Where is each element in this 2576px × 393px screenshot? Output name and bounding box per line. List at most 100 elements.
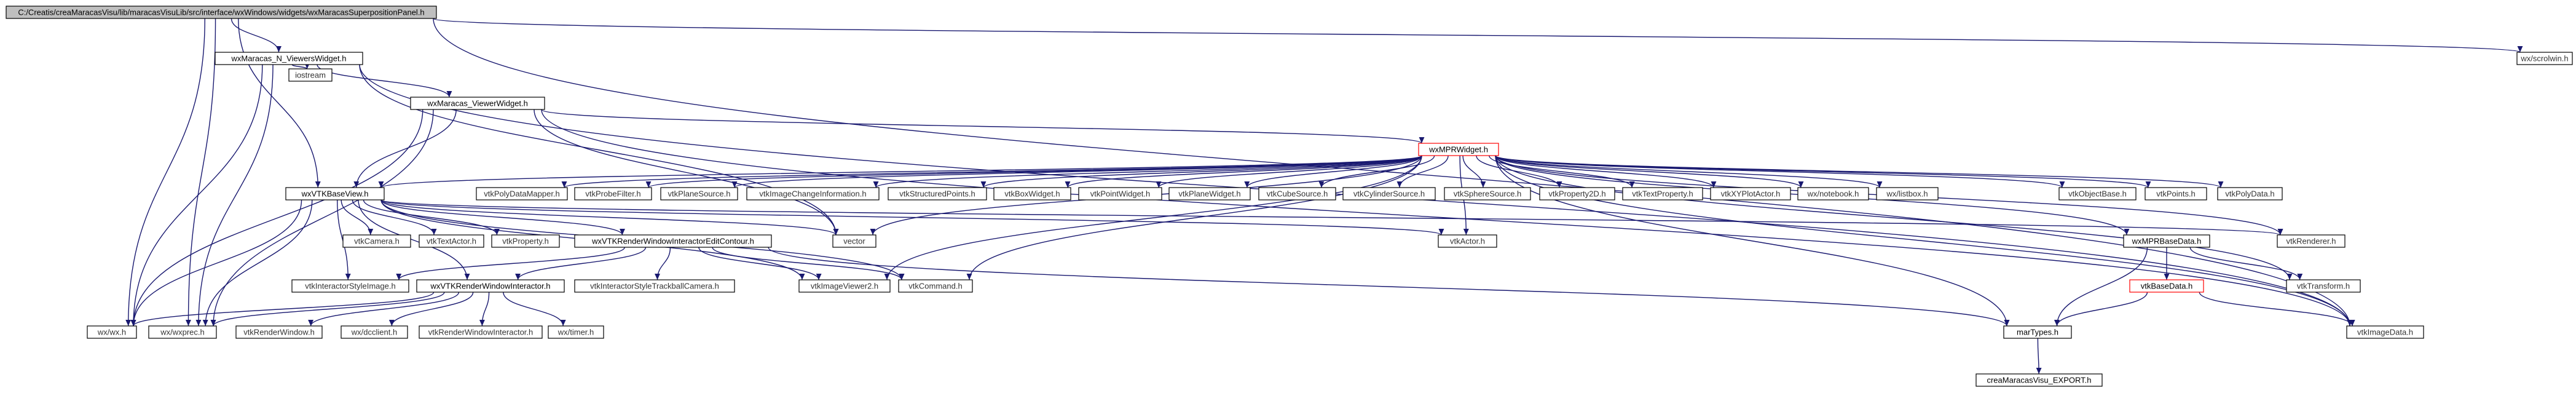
node-vtkbaseview[interactable]: wxVTKBaseView.h bbox=[285, 187, 385, 200]
edge-rwi-to-wxwx bbox=[130, 292, 435, 327]
node-label: vtkRenderer.h bbox=[2286, 237, 2336, 246]
node-label: wx/scrolwin.h bbox=[2520, 54, 2568, 63]
node-nviewers[interactable]: wxMaracas_N_ViewersWidget.h bbox=[215, 52, 363, 65]
node-label: wx/wx.h bbox=[97, 328, 126, 337]
node-timer[interactable]: wx/timer.h bbox=[548, 325, 604, 339]
node-mprbasedata[interactable]: wxMPRBaseData.h bbox=[2123, 234, 2210, 248]
node-label: vtkTextActor.h bbox=[427, 237, 476, 246]
node-box bbox=[993, 187, 1071, 200]
node-cylindersource[interactable]: vtkCylinderSource.h bbox=[1342, 187, 1436, 200]
edge-vtkbaseview-to-actor bbox=[380, 199, 1444, 236]
node-notebook[interactable]: wx/notebook.h bbox=[1797, 187, 1869, 200]
node-renderer[interactable]: vtkRenderer.h bbox=[2277, 234, 2346, 248]
node-box bbox=[1418, 143, 1499, 156]
node-viewerwidget[interactable]: wxMaracas_ViewerWidget.h bbox=[410, 97, 545, 110]
dependency-nodes: C:/Creatis/creaMaracasVisu/lib/maracasVi… bbox=[6, 6, 2573, 387]
node-box bbox=[1876, 187, 1939, 200]
edge-mprwidget-to-cylindersource bbox=[1396, 155, 1449, 188]
node-box bbox=[291, 279, 409, 293]
node-imagechange[interactable]: vtkImageChangeInformation.h bbox=[746, 187, 880, 200]
node-renderwindow[interactable]: vtkRenderWindow.h bbox=[235, 325, 323, 339]
node-property2d[interactable]: vtkProperty2D.h bbox=[1539, 187, 1615, 200]
node-label: vtkInteractorStyleTrackballCamera.h bbox=[590, 282, 719, 291]
node-rwinteractor[interactable]: vtkRenderWindowInteractor.h bbox=[419, 325, 543, 339]
edge-mprwidget-to-listbox bbox=[1495, 155, 1883, 188]
node-cubesource[interactable]: vtkCubeSource.h bbox=[1258, 187, 1336, 200]
edge-viewerwidget-to-imagedata bbox=[541, 109, 2353, 327]
node-polydata[interactable]: vtkPolyData.h bbox=[2217, 187, 2283, 200]
node-rwi[interactable]: wxVTKRenderWindowInteractor.h bbox=[416, 279, 565, 293]
edge-rwi-to-dcclient bbox=[388, 292, 474, 327]
node-transform[interactable]: vtkTransform.h bbox=[2286, 279, 2361, 293]
node-interactorstyleimage[interactable]: vtkInteractorStyleImage.h bbox=[291, 279, 409, 293]
node-objectbase[interactable]: vtkObjectBase.h bbox=[2058, 187, 2137, 200]
node-command[interactable]: vtkCommand.h bbox=[898, 279, 973, 293]
node-probefilter[interactable]: vtkProbeFilter.h bbox=[574, 187, 652, 200]
node-vector[interactable]: vector bbox=[832, 234, 876, 248]
node-planewidget[interactable]: vtkPlaneWidget.h bbox=[1168, 187, 1251, 200]
node-polydatamapper[interactable]: vtkPolyDataMapper.h bbox=[476, 187, 568, 200]
node-box bbox=[574, 187, 652, 200]
edge-viewerwidget-to-mprwidget bbox=[541, 109, 1424, 144]
edge-rwiec-to-rwi bbox=[515, 247, 647, 280]
node-boxwidget[interactable]: vtkBoxWidget.h bbox=[993, 187, 1071, 200]
node-xyplotactor[interactable]: vtkXYPlotActor.h bbox=[1710, 187, 1791, 200]
node-box bbox=[1539, 187, 1615, 200]
edge-viewerwidget-to-wxwx bbox=[130, 109, 423, 327]
node-box bbox=[2286, 279, 2361, 293]
node-textactor[interactable]: vtkTextActor.h bbox=[419, 234, 484, 248]
node-structuredpoints[interactable]: vtkStructuredPoints.h bbox=[888, 187, 987, 200]
node-box bbox=[6, 6, 437, 19]
node-listbox[interactable]: wx/listbox.h bbox=[1876, 187, 1939, 200]
node-box bbox=[341, 325, 408, 339]
node-spheresource[interactable]: vtkSphereSource.h bbox=[1444, 187, 1531, 200]
edge-mprwidget-to-vtkbaseview bbox=[379, 155, 1422, 188]
node-property[interactable]: vtkProperty.h bbox=[491, 234, 560, 248]
node-points[interactable]: vtkPoints.h bbox=[2145, 187, 2207, 200]
node-martypes[interactable]: marTypes.h bbox=[2003, 325, 2072, 339]
node-wxwx[interactable]: wx/wx.h bbox=[87, 325, 137, 339]
edge-root-to-wxprec bbox=[185, 18, 216, 327]
edge-vtkbaseview-to-vector bbox=[380, 199, 839, 236]
node-box bbox=[1710, 187, 1791, 200]
node-box bbox=[215, 52, 363, 65]
node-iostream[interactable]: iostream bbox=[288, 68, 333, 82]
node-camera[interactable]: vtkCamera.h bbox=[342, 234, 411, 248]
node-wxprec[interactable]: wx/wxprec.h bbox=[148, 325, 217, 339]
node-label: vtkRenderWindowInteractor.h bbox=[428, 328, 534, 337]
node-planesource[interactable]: vtkPlaneSource.h bbox=[660, 187, 738, 200]
node-label: marTypes.h bbox=[2017, 328, 2058, 337]
node-trackballcamera[interactable]: vtkInteractorStyleTrackballCamera.h bbox=[574, 279, 735, 293]
node-box bbox=[1438, 234, 1497, 248]
node-root[interactable]: C:/Creatis/creaMaracasVisu/lib/maracasVi… bbox=[6, 6, 437, 19]
node-box bbox=[235, 325, 323, 339]
node-textproperty[interactable]: vtkTextProperty.h bbox=[1622, 187, 1703, 200]
node-label: vtkProbeFilter.h bbox=[585, 189, 640, 199]
node-box bbox=[1444, 187, 1531, 200]
node-actor[interactable]: vtkActor.h bbox=[1438, 234, 1497, 248]
node-label: wxMaracas_N_ViewersWidget.h bbox=[231, 54, 347, 63]
node-export[interactable]: creaMaracasVisu_EXPORT.h bbox=[1975, 373, 2103, 387]
edge-mprwidget-to-cubesource bbox=[1318, 155, 1435, 188]
node-pointwidget[interactable]: vtkPointWidget.h bbox=[1078, 187, 1162, 200]
edge-nviewers-to-vector bbox=[359, 64, 839, 236]
node-box bbox=[2145, 187, 2207, 200]
edge-mprwidget-to-structuredpoints bbox=[980, 155, 1422, 188]
node-wxscreen[interactable]: wx/scrolwin.h bbox=[2516, 52, 2573, 65]
edge-vtkbaseview-to-rwi bbox=[358, 199, 470, 280]
edge-root-to-imagedata bbox=[433, 18, 2353, 327]
edge-rwiec-to-command bbox=[712, 247, 905, 280]
node-box bbox=[574, 234, 772, 248]
node-basedata[interactable]: vtkBaseData.h bbox=[2129, 279, 2204, 293]
edge-vtkbaseview-to-camera bbox=[341, 199, 374, 236]
edge-vtkbaseview-to-property bbox=[363, 199, 500, 236]
node-mprwidget[interactable]: wxMPRWidget.h bbox=[1418, 143, 1499, 156]
node-dcclient[interactable]: wx/dcclient.h bbox=[341, 325, 408, 339]
node-label: vtkBaseData.h bbox=[2141, 282, 2193, 291]
node-label: wx/listbox.h bbox=[1886, 189, 1928, 199]
node-rwiec[interactable]: wxVTKRenderWindowInteractorEditContour.h bbox=[574, 234, 772, 248]
node-box bbox=[476, 187, 568, 200]
node-label: vtkPlaneSource.h bbox=[668, 189, 731, 199]
node-imagedata[interactable]: vtkImageData.h bbox=[2346, 325, 2424, 339]
node-imageviewer2[interactable]: vtkImageViewer2.h bbox=[798, 279, 891, 293]
